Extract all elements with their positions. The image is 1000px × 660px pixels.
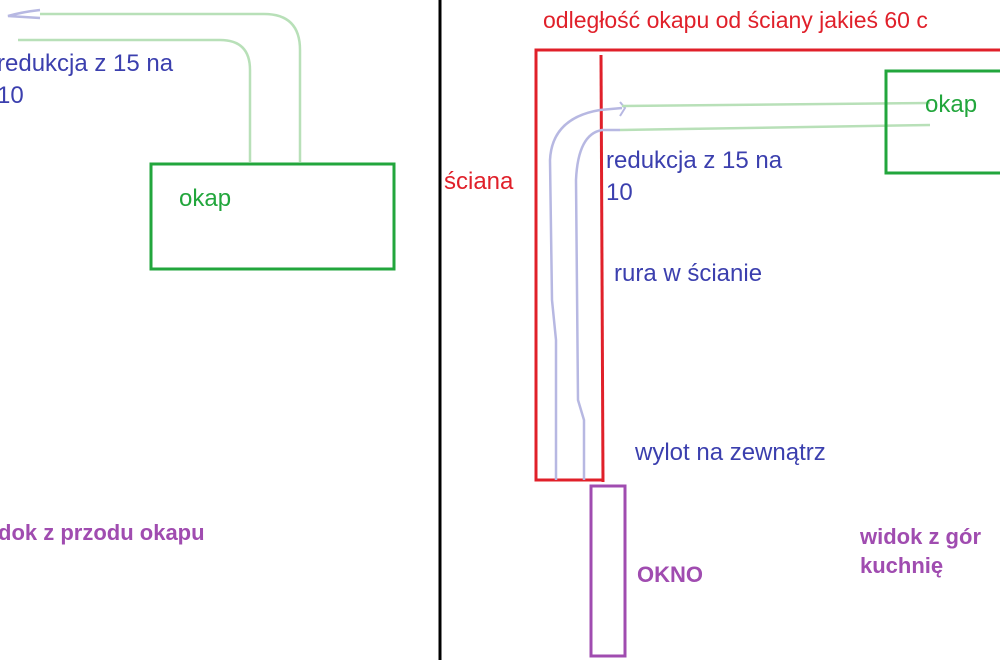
left-duct-inner xyxy=(18,38,252,162)
distance-label: odległość okapu od ściany jakieś 60 c xyxy=(543,7,928,33)
right-reduction-label-line1: redukcja z 15 na xyxy=(606,147,783,174)
left-duct-outer xyxy=(40,12,302,162)
right-duct-top xyxy=(621,101,931,108)
pipe-in-wall-label: rura w ścianie xyxy=(614,260,763,287)
right-view-caption-line2: kuchnię xyxy=(860,553,944,578)
right-duct-bottom xyxy=(619,123,931,132)
pipe-reduction-arrow xyxy=(619,101,627,117)
wall-label: ściana xyxy=(444,168,514,195)
right-view-caption-line1: widok z gór xyxy=(860,524,981,549)
right-hood-box xyxy=(884,69,1000,175)
left-reduction-mark xyxy=(7,8,41,20)
pipe-inner-line xyxy=(574,128,620,480)
right-hood-label: okap xyxy=(925,91,978,118)
left-reduction-label-line1: redukcja z 15 na xyxy=(0,50,174,77)
wall-inner-edge xyxy=(599,54,605,483)
right-reduction-label-line2: 10 xyxy=(606,179,633,206)
left-hood-label: okap xyxy=(179,185,232,212)
window-label: OKNO xyxy=(637,562,703,587)
left-reduction-label-line2: 10 xyxy=(0,82,24,109)
outlet-label: wylot na zewnątrz xyxy=(635,439,826,466)
left-view-caption: dok z przodu okapu xyxy=(0,520,205,545)
window-box xyxy=(589,484,627,658)
wall-outline xyxy=(534,48,1000,482)
pipe-outer-line xyxy=(548,106,623,480)
left-hood-box xyxy=(149,162,396,271)
